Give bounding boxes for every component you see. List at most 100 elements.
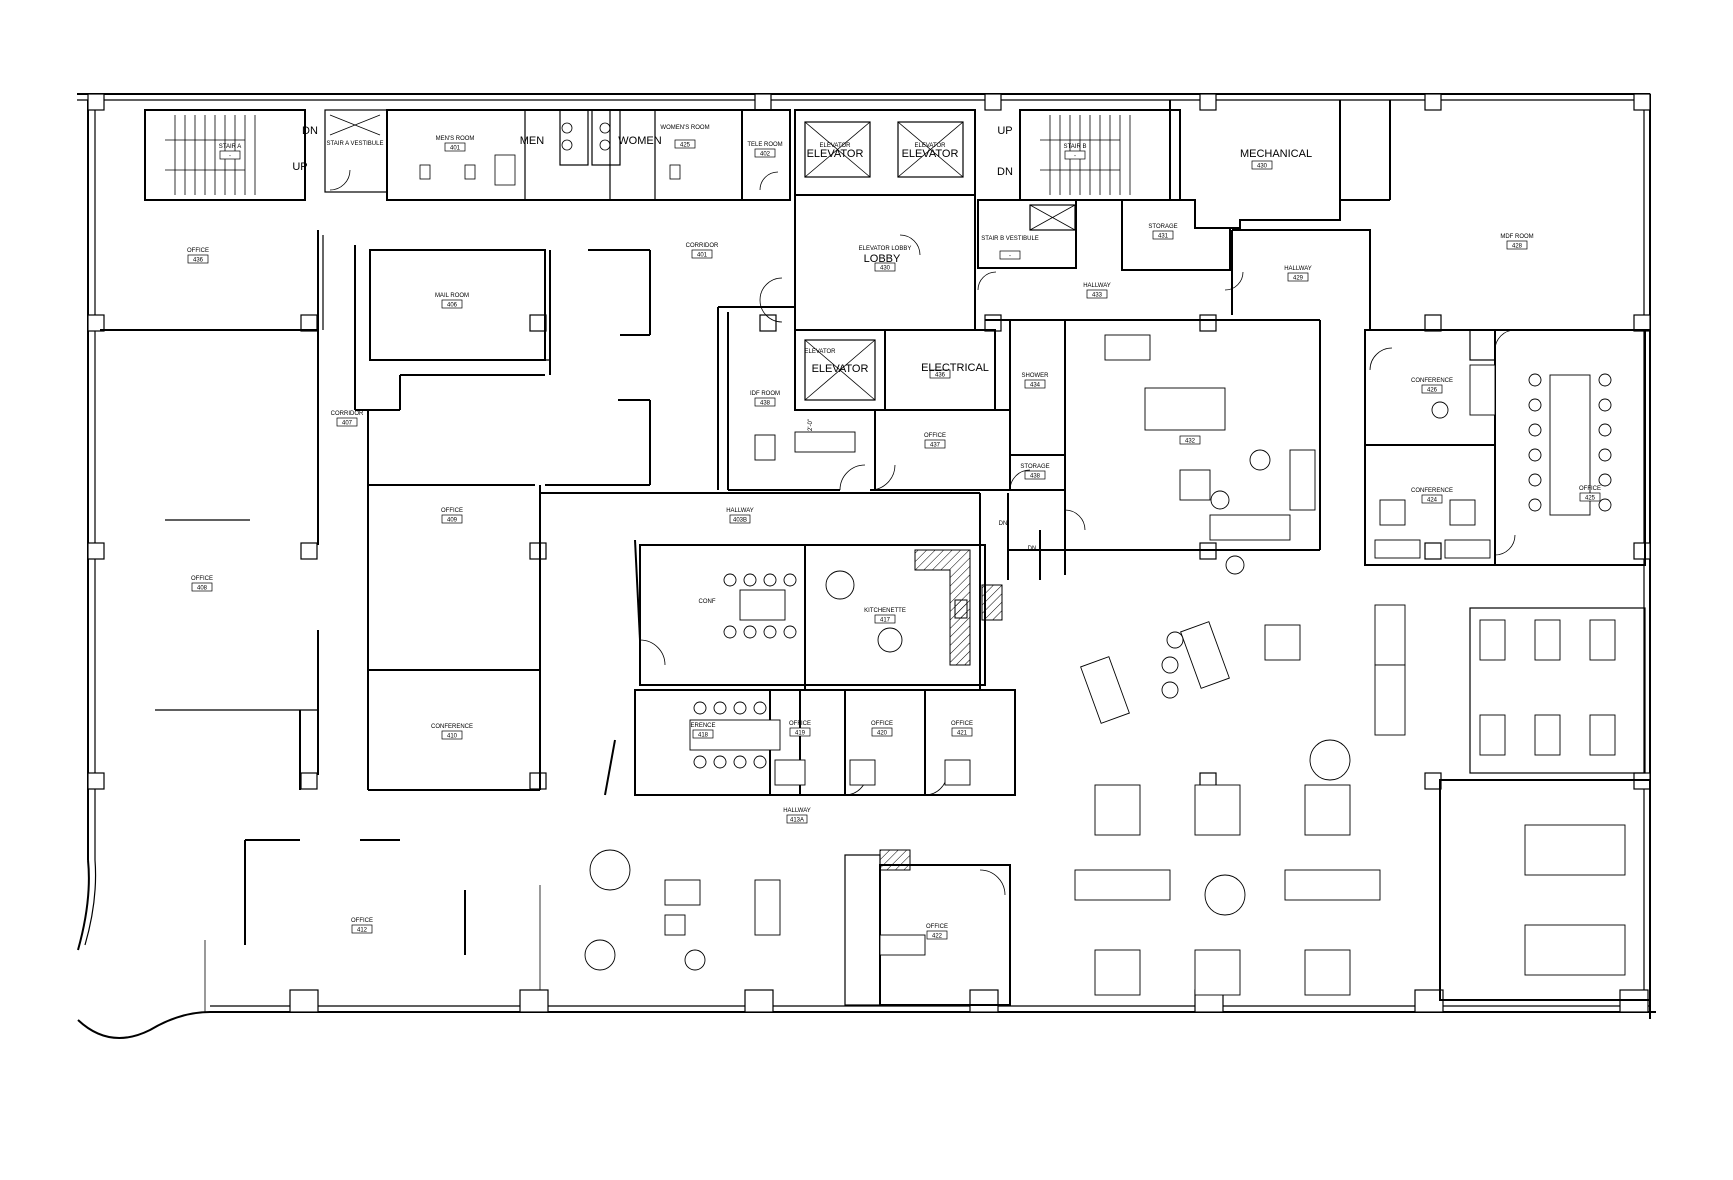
svg-text:421: 421	[957, 731, 968, 737]
room-tag: MDF ROOM 428	[1500, 234, 1533, 250]
svg-text:434: 434	[1030, 383, 1041, 389]
room-tag: CORRIDOR 401	[686, 243, 719, 259]
svg-text:MDF ROOM: MDF ROOM	[1500, 234, 1533, 240]
svg-text:406: 406	[447, 303, 458, 309]
svg-text:HALLWAY: HALLWAY	[1284, 266, 1312, 272]
svg-text:420: 420	[877, 731, 888, 737]
room-tag: CONF	[699, 599, 716, 605]
structural-columns	[87, 93, 1651, 1013]
svg-text:OFFICE: OFFICE	[351, 918, 373, 924]
room-tag: MAIL ROOM 406	[435, 293, 469, 309]
svg-text:401: 401	[450, 146, 461, 152]
elevator-label: ELEVATOR	[807, 148, 864, 160]
mechanical-label: MECHANICAL	[1240, 148, 1312, 160]
svg-text:CORRIDOR: CORRIDOR	[331, 411, 364, 417]
elevator-small-label: ELEVATOR	[914, 143, 946, 149]
lobby-label: LOBBY	[864, 253, 901, 265]
room-tag: OFFICE 422	[926, 924, 948, 940]
svg-text:438: 438	[760, 401, 771, 407]
svg-text:OFFICE: OFFICE	[871, 721, 893, 727]
room-tag: HALLWAY 433	[1083, 283, 1111, 299]
room-tag: ELEVATOR LOBBY 430	[859, 246, 912, 272]
stair-up-label: UP	[997, 125, 1012, 137]
svg-text:418: 418	[698, 733, 709, 739]
svg-text:413A: 413A	[790, 818, 804, 824]
stair-dn-label: DN	[302, 125, 318, 137]
room-tag: STORAGE 438	[1020, 464, 1049, 480]
svg-text:407: 407	[342, 421, 353, 427]
room-tag: WOMEN'S ROOM 425	[660, 125, 709, 149]
svg-text:STAIR B: STAIR B	[1064, 144, 1087, 150]
room-tag: HALLWAY 403B	[726, 508, 754, 524]
room-tag: STAIR B VESTIBULE -	[981, 236, 1039, 260]
room-tag: OFFICE 419	[789, 721, 811, 737]
elevator-label: ELEVATOR	[812, 363, 869, 375]
svg-text:438: 438	[1030, 474, 1041, 480]
svg-text:STORAGE: STORAGE	[1020, 464, 1049, 470]
svg-text:OFFICE: OFFICE	[441, 508, 463, 514]
svg-text:HALLWAY: HALLWAY	[783, 808, 811, 814]
room-tag: HALLWAY 413A	[783, 808, 811, 824]
room-tag: ERENCE 418	[690, 723, 715, 739]
svg-text:412: 412	[357, 928, 368, 934]
svg-text:429: 429	[1293, 276, 1304, 282]
room-tags: OFFICE 436 MAIL ROOM 406 CORRIDOR 407 OF…	[187, 125, 1601, 940]
svg-text:425: 425	[1585, 496, 1596, 502]
svg-text:437: 437	[930, 443, 941, 449]
room-tag: HALLWAY 429	[1284, 266, 1312, 282]
svg-text:OFFICE: OFFICE	[187, 248, 209, 254]
room-tag: STAIR A -	[219, 144, 242, 160]
room-tag: CORRIDOR 407	[331, 411, 364, 427]
room-tag: KITCHENETTE 417	[864, 608, 906, 624]
svg-text:OFFICE: OFFICE	[191, 576, 213, 582]
men-label: MEN	[520, 135, 545, 147]
svg-text:424: 424	[1427, 498, 1438, 504]
svg-text:436: 436	[935, 373, 946, 379]
svg-text:428: 428	[1512, 244, 1523, 250]
svg-text:401: 401	[697, 253, 708, 259]
svg-text:IDF ROOM: IDF ROOM	[750, 391, 780, 397]
room-tag: OFFICE 421	[951, 721, 973, 737]
room-tag: CONFERENCE 426	[1411, 378, 1453, 394]
svg-text:417: 417	[880, 618, 891, 624]
svg-text:430: 430	[1257, 164, 1268, 170]
stair-a-treads	[165, 115, 256, 195]
furniture	[584, 334, 1626, 996]
room-tag: OFFICE 437	[924, 433, 946, 449]
svg-text:ELEVATOR LOBBY: ELEVATOR LOBBY	[859, 246, 912, 252]
svg-text:TELE ROOM: TELE ROOM	[747, 142, 782, 148]
room-tag: OFFICE 436	[187, 248, 209, 264]
major-labels: MEN WOMEN ELEVATOR ELEVATOR ELEVATOR LOB…	[520, 135, 1312, 431]
svg-text:OFFICE: OFFICE	[951, 721, 973, 727]
svg-text:CONFERENCE: CONFERENCE	[431, 724, 473, 730]
svg-text:433: 433	[1092, 293, 1103, 299]
room-tag: STAIR A VESTIBULE	[327, 141, 384, 147]
room-tag: 432	[1179, 435, 1201, 445]
svg-text:CORRIDOR: CORRIDOR	[686, 243, 719, 249]
svg-text:426: 426	[1427, 388, 1438, 394]
svg-text:OFFICE: OFFICE	[926, 924, 948, 930]
room-tag: OFFICE 412	[351, 918, 373, 934]
electrical-label: ELECTRICAL	[921, 362, 989, 374]
svg-text:425: 425	[680, 143, 691, 149]
svg-text:410: 410	[447, 734, 458, 740]
svg-text:430: 430	[880, 266, 891, 272]
room-tag: STORAGE 431	[1148, 224, 1177, 240]
svg-text:432: 432	[1185, 439, 1196, 445]
room-tag: 430	[1251, 160, 1273, 170]
svg-text:-: -	[1074, 154, 1076, 160]
svg-text:STAIR B VESTIBULE: STAIR B VESTIBULE	[981, 236, 1039, 242]
svg-text:STAIR A: STAIR A	[219, 144, 242, 150]
svg-text:STAIR A VESTIBULE: STAIR A VESTIBULE	[327, 141, 384, 147]
stair-dn-label: DN	[1028, 546, 1037, 552]
svg-text:419: 419	[795, 731, 806, 737]
svg-text:STORAGE: STORAGE	[1148, 224, 1177, 230]
idf-dimension: 2'-0"	[808, 419, 814, 431]
svg-text:OFFICE: OFFICE	[789, 721, 811, 727]
women-label: WOMEN	[618, 135, 661, 147]
room-tag: OFFICE 425	[1579, 486, 1601, 502]
right-rooms-walls	[1364, 329, 1651, 1001]
room-tag: CONFERENCE 424	[1411, 488, 1453, 504]
central-core-walls	[540, 194, 1321, 690]
